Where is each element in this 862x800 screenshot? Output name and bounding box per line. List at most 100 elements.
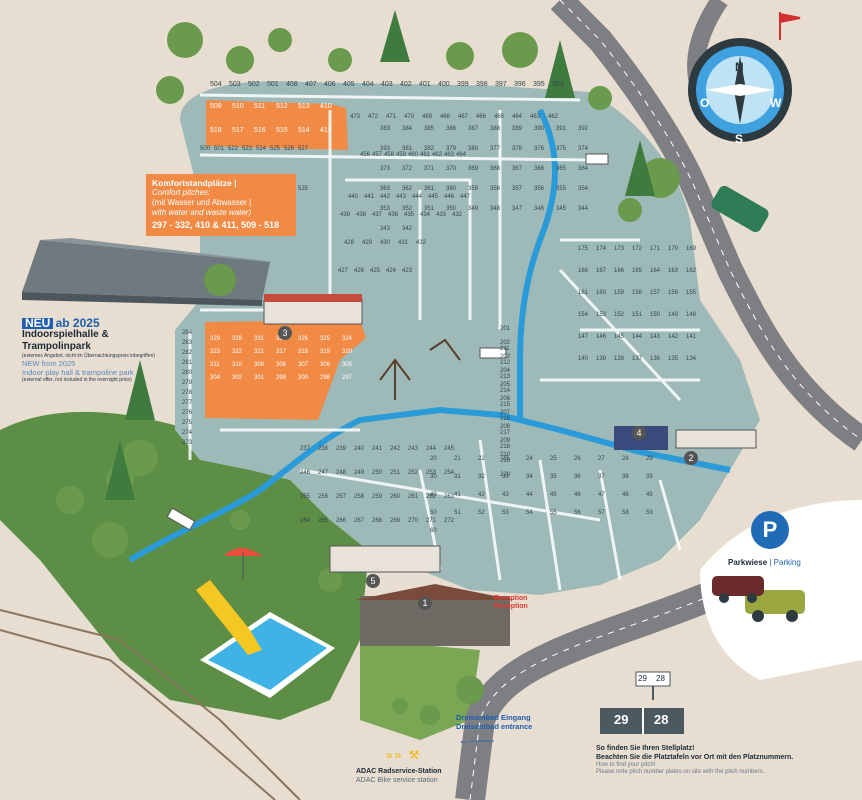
pitch-number: 272: [444, 518, 455, 524]
pitch-number: 464: [512, 114, 523, 120]
pitch-number: 398: [476, 81, 488, 88]
new-hall-title-1: Indoorspielhalle &: [22, 329, 109, 340]
pitch-number: 311: [210, 362, 220, 368]
pitch-number: 406: [324, 81, 336, 88]
pitch-number: 155: [686, 290, 697, 296]
pitch-number: 364: [578, 166, 589, 172]
pitch-sign-right: 28: [654, 712, 669, 727]
pitch-number: 502: [248, 81, 260, 88]
pitch-number: 527: [298, 146, 309, 152]
pitch-number: 317: [276, 349, 287, 355]
pitch-number: 402: [400, 81, 412, 88]
pitch-number: 275: [182, 420, 193, 426]
pitch-number: 535: [298, 186, 309, 192]
pitch-number: 252: [408, 470, 419, 476]
pitch-number: 239: [336, 446, 347, 452]
pitch-number: 382: [424, 146, 435, 152]
pitch-number: 501: [267, 81, 279, 88]
pitch-number: 424: [386, 268, 397, 274]
pitch-number: 305: [342, 362, 353, 368]
pitch-number: 325: [320, 336, 331, 342]
pitch-number: 31: [454, 474, 461, 480]
pitch-number: 51: [454, 510, 461, 516]
pitch-number: 206: [500, 396, 511, 402]
pitch-number: 261: [408, 494, 419, 500]
pitch-number: 156: [668, 290, 679, 296]
pitch-number: 264: [300, 518, 311, 524]
pitch-number: 378: [512, 146, 523, 152]
pitch-number: 503: [229, 81, 241, 88]
pitch-number: 245: [444, 446, 455, 452]
pitch-number: 318: [298, 349, 309, 355]
pitch-number: 346: [534, 206, 545, 212]
pitch-number: 348: [490, 206, 501, 212]
pitch-number: 145: [614, 334, 625, 340]
pitch-number: 301: [254, 375, 265, 381]
pitch-number: 307: [298, 362, 309, 368]
pitch-number: 350: [446, 206, 457, 212]
pitch-number: 445: [428, 194, 439, 200]
adac-subtitle: ADAC Bike service station: [356, 777, 438, 784]
pitch-number: 165: [632, 268, 643, 274]
pitch-number: 425: [370, 268, 381, 274]
pitch-number: 401: [419, 81, 431, 88]
pitch-number: 396: [514, 81, 526, 88]
pitch-number: 466: [476, 114, 487, 120]
pitch-number: 163: [668, 268, 679, 274]
area-marker-1: 1: [418, 596, 432, 610]
pitch-number: 247: [318, 470, 329, 476]
pitch-number: 379: [446, 146, 457, 152]
pitch-number: 471: [386, 114, 397, 120]
pitch-number: 144: [632, 334, 643, 340]
comfort-ranges: 297 - 332, 410 & 411, 509 - 518: [152, 220, 280, 230]
pitch-number: 55: [550, 510, 557, 516]
river: [128, 108, 731, 563]
pitch-number: 248: [336, 470, 347, 476]
pitch-number: 423: [402, 268, 413, 274]
pitch-number: 399: [457, 81, 469, 88]
pitch-number: 381: [402, 146, 413, 152]
comfort-pitches-info: Komfortstandplätze | Comfort pitches: (m…: [146, 174, 296, 236]
pitch-number: 205: [500, 382, 511, 388]
pitch-number: 377: [490, 146, 501, 152]
comfort-area-north: [206, 100, 348, 150]
entrance-arrow-icon: ←——: [458, 733, 494, 747]
pitch-number: 322: [232, 349, 243, 355]
pitch-number: 438: [356, 212, 367, 218]
pitch-number: 367: [512, 166, 523, 172]
parking-symbol: P: [762, 517, 778, 542]
howto-info: So finden Sie Ihren Stellplatz! Beachten…: [596, 744, 860, 776]
pitch-number: 283: [182, 340, 193, 346]
pitch-number: 263: [444, 494, 455, 500]
playground-icon: [379, 338, 461, 400]
campground-area: [175, 81, 760, 596]
pitch-number: 516: [254, 127, 266, 134]
pitch-number: 358: [490, 186, 501, 192]
pitch-number: 208: [500, 424, 511, 430]
pitch-number: 308: [276, 362, 287, 368]
pitch-number: 405: [343, 81, 355, 88]
pitch-number: 510: [232, 103, 244, 110]
pitch-number: 212: [500, 360, 511, 366]
pitch-number: 34: [526, 474, 533, 480]
pitch-number: 49: [646, 492, 653, 498]
pitch-number: 436: [388, 212, 399, 218]
howto-en2: Please note pitch number plates on site …: [596, 769, 765, 775]
pitch-number: 441: [364, 194, 375, 200]
pitch-number: 407: [305, 81, 317, 88]
pitch-number: 149: [668, 312, 679, 318]
parking-sign-icon: [751, 511, 789, 549]
pitch-number: 362: [402, 186, 413, 192]
pitch-number: 384: [402, 126, 413, 132]
pitch-number: 172: [632, 246, 643, 252]
pitch-number: 324: [342, 336, 353, 342]
pitch-number: 361: [424, 186, 435, 192]
pitch-number: 273: [182, 440, 193, 446]
pitch-number: 210: [500, 452, 511, 458]
pitch-number: 390: [534, 126, 545, 132]
pitch-number: 522: [228, 146, 239, 152]
pitch-number: 392: [578, 126, 589, 132]
comfort-subtitle-en: with water and waste water): [152, 208, 252, 217]
pitch-number: 277: [182, 400, 193, 406]
entrance-en: Dreisambad entrance: [456, 722, 533, 731]
